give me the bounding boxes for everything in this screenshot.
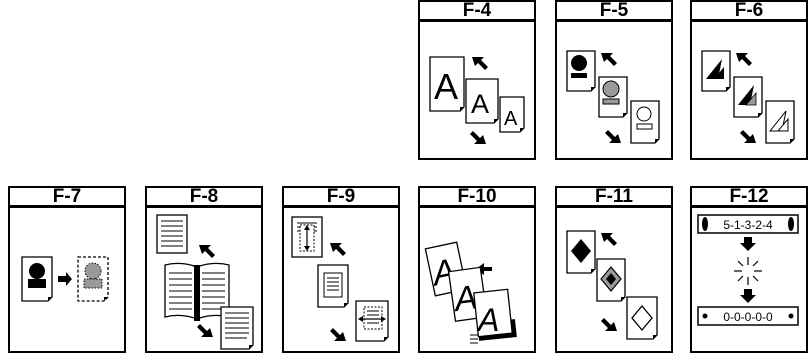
- arrow-right-icon: [58, 272, 72, 286]
- arrow-down-right-icon: [605, 130, 621, 143]
- panel-body-f6: [690, 21, 808, 160]
- page-light-photo: [630, 100, 660, 144]
- arrow-down-right-icon: [470, 131, 486, 144]
- panel-title-f6: F-6: [690, 0, 808, 22]
- svg-text:5-1-3-2-4: 5-1-3-2-4: [723, 218, 773, 232]
- photo-mode-illustration: [21, 256, 109, 302]
- book-copy-illustration: [156, 214, 254, 350]
- page-mid-image: [733, 76, 763, 118]
- panel-body-f12: 5-1-3-2-4 0-0-0-0-0: [690, 207, 808, 353]
- arrow-up-left-icon: [736, 53, 752, 66]
- panel-body-f5: [555, 21, 673, 160]
- panel-body-f4: A A A: [418, 21, 536, 160]
- page-left-text: [156, 214, 188, 254]
- page-original-photo: [21, 256, 53, 302]
- page-halftone-diamond: [596, 258, 626, 302]
- page-centered-text: [317, 264, 349, 308]
- margin-shift-illustration: [291, 216, 389, 342]
- arrow-down-right-icon: [740, 130, 756, 143]
- panel-body-f7: [8, 207, 126, 353]
- page-halftone-photo: [598, 76, 628, 118]
- arrow-down-right-icon: [330, 328, 346, 341]
- arrow-up-left-icon: [601, 233, 617, 246]
- svg-text:0-0-0-0-0: 0-0-0-0-0: [723, 310, 773, 324]
- panel-title-f11: F-11: [555, 186, 673, 208]
- sequence-out-box: 0-0-0-0-0: [697, 306, 799, 326]
- page-outline-diamond: [626, 296, 658, 340]
- arrow-down-icon: [740, 237, 756, 251]
- arrow-down-icon: [740, 289, 756, 303]
- page-dark-image: [701, 50, 731, 92]
- arrow-down-right-icon: [197, 324, 213, 337]
- panel-title-f5: F-5: [555, 0, 673, 22]
- page-right-text: [220, 306, 254, 350]
- panel-title-f8: F-8: [145, 186, 263, 208]
- panel-title-f4: F-4: [418, 0, 536, 22]
- panel-title-f10: F-10: [418, 186, 536, 208]
- panel-body-f8: [145, 207, 263, 353]
- shape-fill-illustration: [566, 230, 658, 340]
- arrow-up-left-icon: [199, 245, 215, 258]
- arrow-down-right-icon: [601, 318, 617, 331]
- page-solid-diamond: [566, 230, 596, 274]
- photo-density-illustration: [566, 50, 660, 144]
- page-horizontal-margin: [355, 300, 389, 342]
- svg-text:A: A: [504, 108, 518, 130]
- multi-copy-stack-illustration: A A A: [424, 241, 517, 344]
- page-large: A: [429, 56, 465, 112]
- panel-title-f7: F-7: [8, 186, 126, 208]
- arrow-up-left-icon: [472, 57, 488, 70]
- image-contrast-illustration: [701, 50, 795, 144]
- svg-text:A: A: [476, 302, 499, 338]
- page-vertical-margin: [291, 216, 323, 258]
- page-dark-photo: [566, 50, 596, 92]
- copy-stack: A: [470, 288, 517, 344]
- page-light-image: [765, 100, 795, 144]
- sort-sequence-illustration: 5-1-3-2-4 0-0-0-0-0: [697, 214, 799, 326]
- sparkle-icon: [734, 257, 762, 285]
- svg-text:A: A: [434, 66, 458, 107]
- sequence-in-box: 5-1-3-2-4: [697, 214, 799, 234]
- page-dithered-photo: [77, 256, 109, 302]
- arrow-up-left-icon: [601, 53, 617, 66]
- open-book: [164, 262, 230, 321]
- page-medium: A: [465, 78, 499, 124]
- panel-body-f11: [555, 207, 673, 353]
- reduction-enlargement-illustration: A A A: [429, 56, 525, 144]
- svg-text:A: A: [471, 89, 489, 119]
- arrow-up-left-icon: [330, 243, 346, 256]
- page-small: A: [499, 96, 525, 133]
- panel-body-f10: A A A: [418, 207, 536, 353]
- panel-title-f9: F-9: [282, 186, 400, 208]
- panel-body-f9: [282, 207, 400, 353]
- panel-title-f12: F-12: [690, 186, 808, 208]
